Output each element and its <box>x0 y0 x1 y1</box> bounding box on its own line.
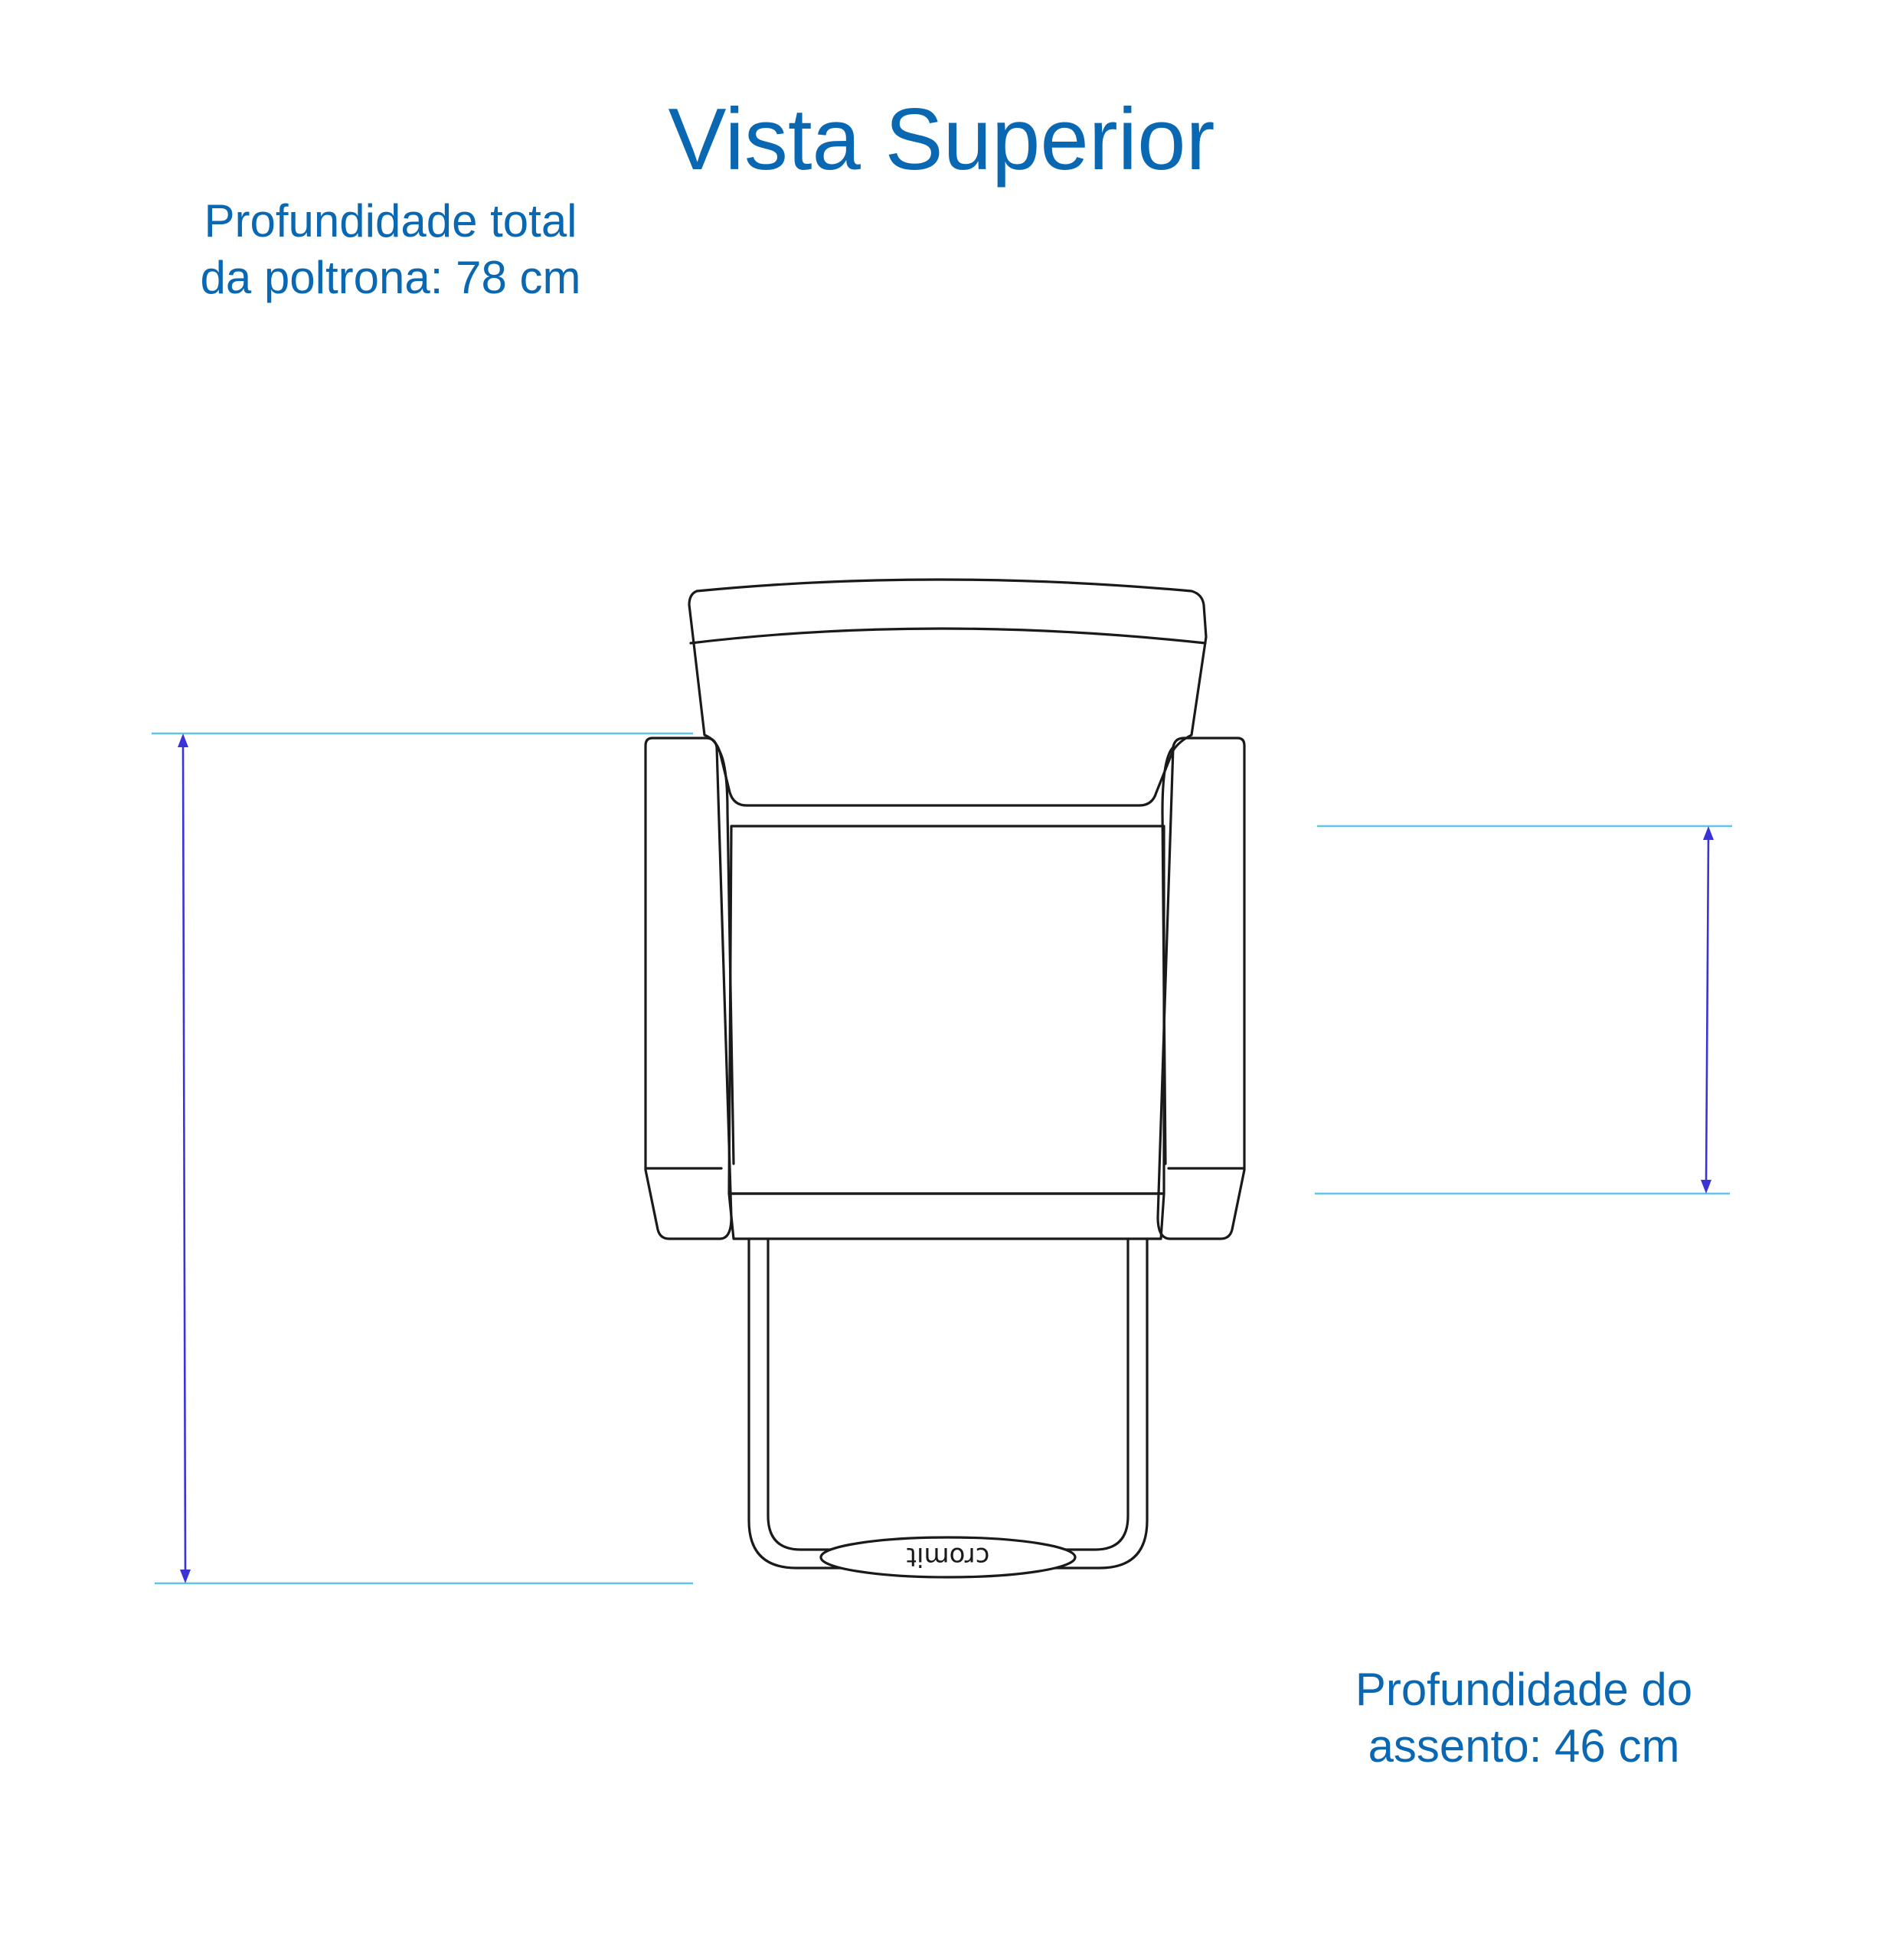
right-armrest-inner-edge <box>1161 746 1175 1165</box>
total-depth-dimension <box>152 732 693 1585</box>
seat-depth-label-line1: Profundidade do <box>1355 1664 1693 1715</box>
chair-outline <box>644 578 1246 1579</box>
right-armrest <box>1156 737 1246 1240</box>
seat-depth-label: Profundidade do assento: 46 cm <box>1302 1661 1746 1775</box>
base-frame-inner <box>767 1237 1129 1551</box>
headrest <box>688 578 1208 807</box>
seat-depth-dimension-line <box>1705 836 1710 1184</box>
total-depth-arrow-top <box>178 733 188 747</box>
seat-depth-arrow-top <box>1703 826 1714 840</box>
left-armrest-inner-edge <box>715 746 735 1165</box>
left-armrest <box>644 737 733 1240</box>
seat-depth-label-line2: assento: 46 cm <box>1368 1720 1680 1772</box>
seat-front-band <box>727 1192 1165 1240</box>
total-depth-label: Profundidade total da poltrona: 78 cm <box>161 193 620 306</box>
base-hub <box>819 1536 1077 1579</box>
total-depth-dimension-line <box>181 743 187 1573</box>
base-frame-outer <box>747 1237 1149 1570</box>
total-depth-label-line1: Profundidade total <box>204 195 577 247</box>
seat-depth-dimension <box>1315 825 1732 1195</box>
seat-cushion <box>727 825 1165 1195</box>
total-depth-arrow-bottom <box>180 1570 191 1583</box>
headrest-fold-line <box>689 627 1207 645</box>
total-depth-label-line2: da poltrona: 78 cm <box>200 252 581 303</box>
diagram-title: Vista Superior <box>668 91 1215 188</box>
seat-depth-arrow-bottom <box>1701 1180 1711 1194</box>
brand-logo: cromit <box>907 1541 990 1572</box>
